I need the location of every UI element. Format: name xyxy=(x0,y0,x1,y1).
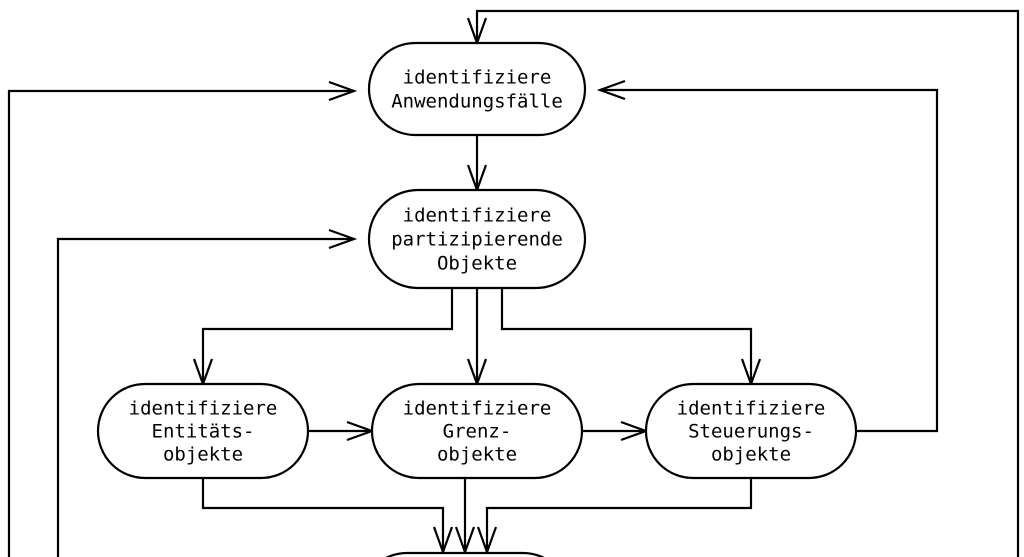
node-steuerungsobjekte[interactable]: identifiziere Steuerungs- objekte xyxy=(644,382,858,480)
edge-anwendungsfaelle-to-partizipierende xyxy=(466,135,488,194)
node-partizipierende-objekte-line3: Objekte xyxy=(437,253,517,275)
node-bottom-partial[interactable] xyxy=(360,551,570,557)
node-steuerungsobjekte-line1: identifiziere xyxy=(677,398,826,420)
edge-far-left-loop xyxy=(7,80,358,557)
edge-partizipierende-to-grenz xyxy=(466,288,488,388)
edge-partizipierende-to-entitaets xyxy=(192,288,454,388)
node-entitaetsobjekte-line3: objekte xyxy=(163,444,243,466)
edge-grenz-to-bottom xyxy=(454,478,476,556)
node-grenzobjekte-line2: Grenz- xyxy=(443,421,512,443)
node-entitaetsobjekte-line1: identifiziere xyxy=(129,398,278,420)
edge-steuerungs-feedback xyxy=(596,79,939,433)
edge-steuerungs-to-bottom xyxy=(476,478,753,556)
node-layer: identifiziere Anwendungsfälle identifizi… xyxy=(96,41,858,557)
node-partizipierende-objekte[interactable]: identifiziere partizipierende Objekte xyxy=(367,188,587,290)
node-entitaetsobjekte[interactable]: identifiziere Entitäts- objekte xyxy=(96,382,310,480)
edge-entitaets-to-bottom xyxy=(201,478,454,556)
node-entitaetsobjekte-line2: Entitäts- xyxy=(152,421,255,443)
node-anwendungsfaelle-line1: identifiziere xyxy=(403,67,552,89)
node-partizipierende-objekte-line1: identifiziere xyxy=(403,205,552,227)
node-partizipierende-objekte-line2: partizipierende xyxy=(391,229,563,251)
node-steuerungsobjekte-line3: objekte xyxy=(711,444,791,466)
edge-entitaets-to-grenz xyxy=(308,420,376,442)
node-anwendungsfaelle-line2: Anwendungsfälle xyxy=(391,91,563,113)
edge-left-loop-partizipierende xyxy=(56,228,358,557)
edge-partizipierende-to-steuerungs xyxy=(500,288,762,388)
node-grenzobjekte[interactable]: identifiziere Grenz- objekte xyxy=(370,382,584,480)
node-steuerungsobjekte-line2: Steuerungs- xyxy=(688,421,814,443)
node-anwendungsfaelle[interactable]: identifiziere Anwendungsfälle xyxy=(367,41,587,137)
edge-layer xyxy=(7,9,1020,557)
node-grenzobjekte-line3: objekte xyxy=(437,444,517,466)
node-grenzobjekte-line1: identifiziere xyxy=(403,398,552,420)
edge-grenz-to-steuerungs xyxy=(582,420,650,442)
